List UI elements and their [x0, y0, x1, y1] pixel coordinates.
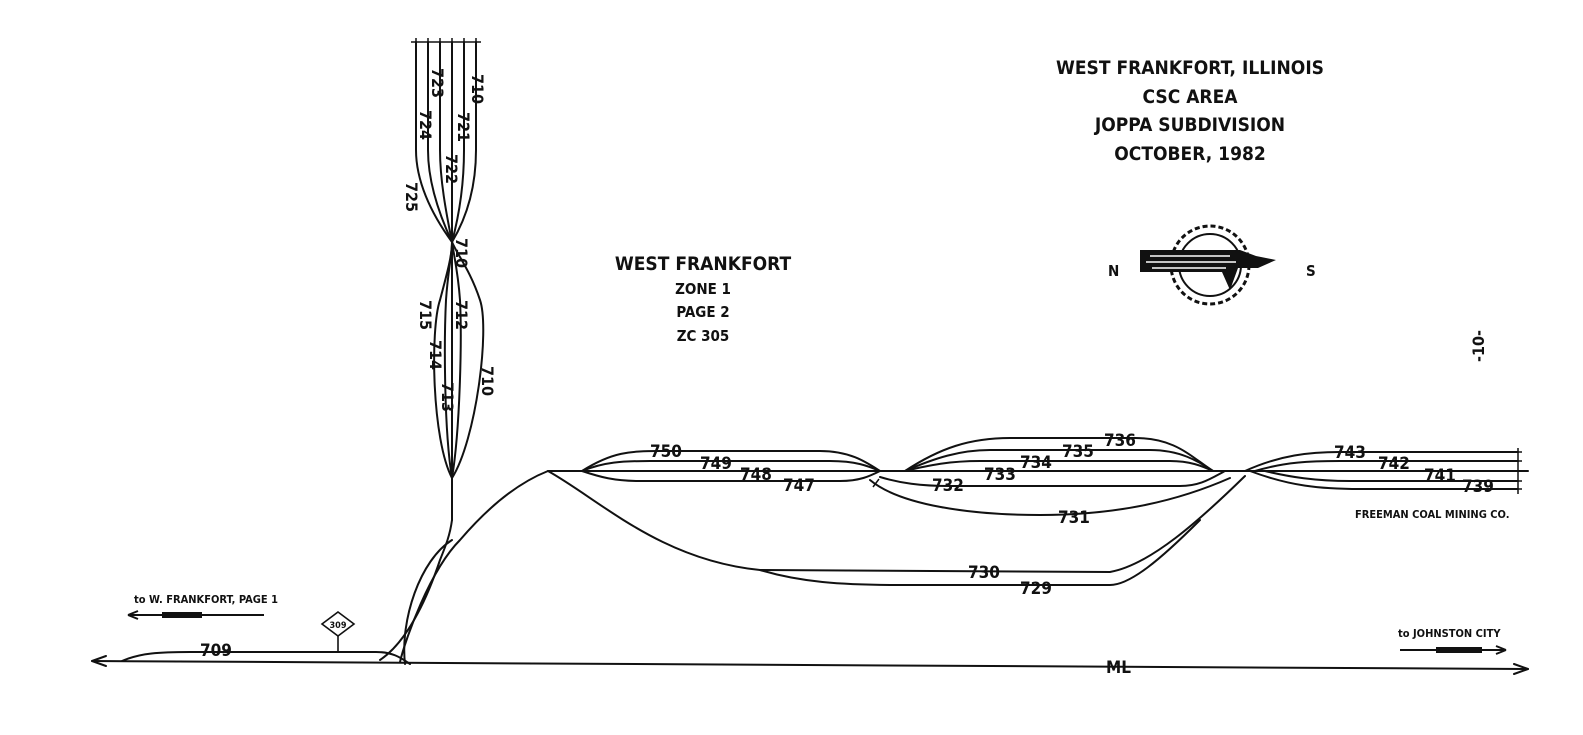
track-label-749: 749	[700, 454, 732, 474]
track-label-743: 743	[1334, 443, 1366, 463]
track-label-739: 739	[1462, 477, 1494, 497]
track-label-730: 730	[968, 563, 1000, 583]
milepost-sign: 309	[320, 611, 356, 652]
track-label-722: 722	[442, 154, 461, 184]
compass-north: N	[1108, 262, 1119, 280]
vertical-track-labels: 725 724 723 722 721 710 710 715 714 713 …	[402, 68, 497, 412]
track-label-724: 724	[416, 110, 435, 140]
track-label-731: 731	[1058, 508, 1090, 528]
horizontal-track-labels: 750 749 748 747 732 733 734 735 736 731 …	[650, 431, 1494, 599]
track-label-734: 734	[1020, 453, 1052, 473]
horizontal-yard	[547, 437, 1529, 586]
track-label-750: 750	[650, 442, 682, 462]
track-label-735: 735	[1062, 442, 1094, 462]
west-pointer-icon	[127, 610, 139, 620]
yard-lead	[379, 470, 549, 665]
industry-label: FREEMAN COAL MINING CO.	[1355, 508, 1509, 521]
track-label-733: 733	[984, 465, 1016, 485]
track-label-747: 747	[783, 476, 815, 496]
track-label-709: 709	[200, 641, 232, 661]
zone-line-4: ZC 305	[677, 327, 730, 345]
west-arrow-icon	[91, 655, 107, 667]
eagle-emblem-icon	[1140, 224, 1276, 306]
compass-south: S	[1306, 262, 1316, 280]
title-line-2: CSC AREA	[1143, 86, 1239, 108]
track-label-741: 741	[1424, 466, 1456, 486]
west-direction: to W. FRANKFORT, PAGE 1	[127, 593, 278, 620]
main-line	[91, 655, 1529, 675]
title-line-4: OCTOBER, 1982	[1114, 143, 1266, 165]
compass: N S	[1108, 224, 1316, 306]
track-label-736: 736	[1104, 431, 1136, 451]
vertical-yard	[411, 38, 485, 521]
east-arrow-icon	[1513, 663, 1529, 675]
title-line-3: JOPPA SUBDIVISION	[1094, 114, 1285, 136]
west-direction-label: to W. FRANKFORT, PAGE 1	[134, 593, 278, 606]
track-label-710-mid: 710	[452, 238, 471, 268]
zone-line-2: ZONE 1	[675, 280, 731, 298]
east-direction-label: to JOHNSTON CITY	[1398, 627, 1501, 640]
title-line-1: WEST FRANKFORT, ILLINOIS	[1056, 57, 1324, 79]
track-label-710-top: 710	[468, 74, 487, 104]
east-direction: to JOHNSTON CITY	[1398, 627, 1507, 655]
track-label-748: 748	[740, 465, 772, 485]
track-label-712: 712	[452, 300, 471, 330]
mainline-label: ML	[1106, 658, 1131, 678]
zone-line-3: PAGE 2	[676, 303, 729, 321]
track-label-723: 723	[428, 68, 447, 98]
track-label-713: 713	[438, 382, 457, 412]
track-label-729: 729	[1020, 579, 1052, 599]
track-label-721: 721	[454, 112, 473, 142]
title-block: WEST FRANKFORT, ILLINOIS CSC AREA JOPPA …	[1056, 57, 1324, 165]
milepost-label: 309	[330, 621, 347, 631]
track-label-725: 725	[402, 182, 421, 212]
track-label-714: 714	[426, 340, 445, 370]
track-label-715: 715	[416, 300, 435, 330]
page-number: -10-	[1469, 330, 1488, 362]
east-pointer-icon	[1495, 645, 1507, 655]
zone-line-1: WEST FRANKFORT	[615, 253, 792, 275]
track-label-710-low: 710	[478, 366, 497, 396]
track-label-742: 742	[1378, 454, 1410, 474]
zone-block: WEST FRANKFORT ZONE 1 PAGE 2 ZC 305	[615, 253, 792, 345]
track-label-732: 732	[932, 476, 964, 496]
